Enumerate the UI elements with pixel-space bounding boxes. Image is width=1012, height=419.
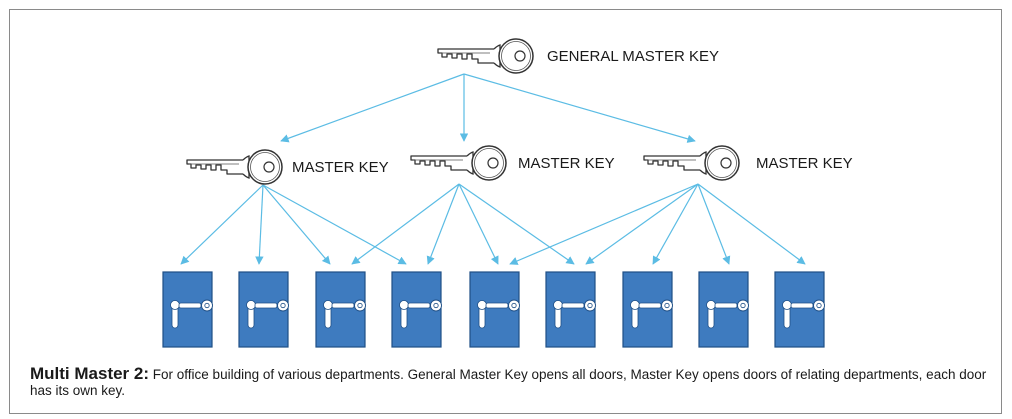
- door-3: [315, 271, 367, 348]
- master-key-icon: [410, 145, 507, 181]
- arrow-master-0-to-door-1: [180, 184, 264, 265]
- arrow-master-2-to-door-6: [585, 183, 699, 265]
- master-key-icon: [643, 145, 740, 181]
- master-key-2: MASTER KEY: [643, 145, 853, 181]
- master-key-1: MASTER KEY: [410, 145, 615, 181]
- door-8: [698, 271, 750, 348]
- door-1: [162, 271, 214, 348]
- arrow-master-0-to-door-2: [255, 184, 264, 265]
- arrow-general-to-master-0: [280, 73, 465, 143]
- arrow-master-1-to-door-4: [426, 183, 460, 265]
- door-4: [391, 271, 443, 348]
- caption: Multi Master 2: For office building of v…: [30, 364, 1000, 399]
- arrow-master-2-to-door-5: [509, 183, 699, 265]
- arrow-master-1-to-door-6: [458, 183, 575, 265]
- arrow-master-2-to-door-7: [652, 183, 699, 265]
- door-7: [622, 271, 674, 348]
- arrow-master-2-to-door-9: [697, 183, 806, 265]
- door-5: [469, 271, 521, 348]
- doors-row: [162, 271, 826, 348]
- general-master-key-icon: [437, 38, 534, 74]
- arrow-master-1-to-door-5: [458, 183, 499, 265]
- general-master-key: GENERAL MASTER KEY: [437, 38, 719, 74]
- arrow-master-2-to-door-8: [697, 183, 731, 265]
- arrow-master-0-to-door-3: [262, 184, 331, 265]
- master-key-label: MASTER KEY: [518, 155, 615, 172]
- arrow-general-to-master-2: [463, 73, 696, 143]
- door-2: [238, 271, 290, 348]
- arrow-master-1-to-door-3: [351, 183, 460, 265]
- master-key-label: MASTER KEY: [756, 155, 853, 172]
- arrow-master-0-to-door-4: [262, 184, 407, 265]
- door-6: [545, 271, 597, 348]
- master-key-0: MASTER KEY: [186, 149, 389, 185]
- caption-text: For office building of various departmen…: [30, 367, 987, 398]
- door-9: [774, 271, 826, 348]
- master-key-icon: [186, 149, 283, 185]
- caption-title: Multi Master 2:: [30, 364, 150, 383]
- master-key-label: MASTER KEY: [292, 159, 389, 176]
- connection-arrows: [180, 73, 806, 265]
- general-master-key-label: GENERAL MASTER KEY: [547, 48, 719, 65]
